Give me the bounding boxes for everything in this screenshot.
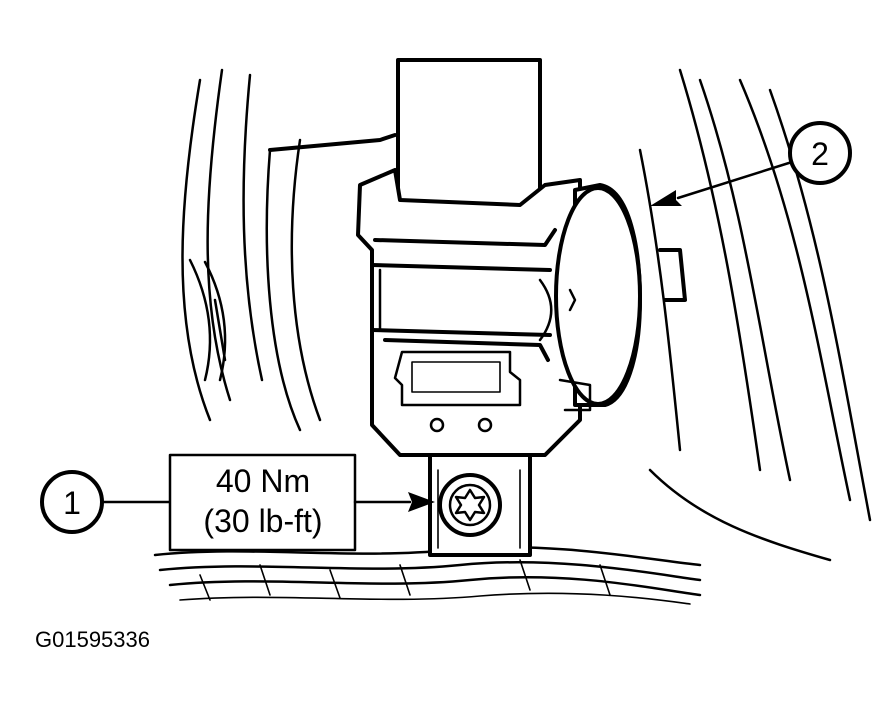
callout-1: 1: [40, 470, 172, 534]
body-panel-outline: [181, 68, 872, 562]
callout-2-number: 2: [811, 136, 829, 172]
floor-carpet: [153, 545, 702, 605]
callout-1-number: 1: [63, 485, 81, 521]
torque-spec-box: 40 Nm (30 lb-ft): [168, 453, 435, 552]
figure-id: G01595336: [35, 627, 150, 652]
seat-belt-retractor: [356, 168, 582, 457]
callout-2-leader: [676, 160, 794, 200]
wire-harness: [188, 258, 227, 382]
seat-belt-webbing: [396, 58, 542, 217]
torque-spec-metric: 40 Nm: [216, 463, 310, 499]
torque-spec-imperial: (30 lb-ft): [203, 503, 322, 539]
callout-2-circle: [788, 121, 852, 185]
anchor-bolt: [438, 473, 502, 537]
retractor-cover: [554, 183, 642, 412]
callout-2-arrowhead: [650, 190, 682, 206]
torque-spec-frame: [168, 453, 357, 552]
torque-spec-arrowhead: [408, 492, 435, 512]
callout-2: 2: [650, 121, 852, 206]
